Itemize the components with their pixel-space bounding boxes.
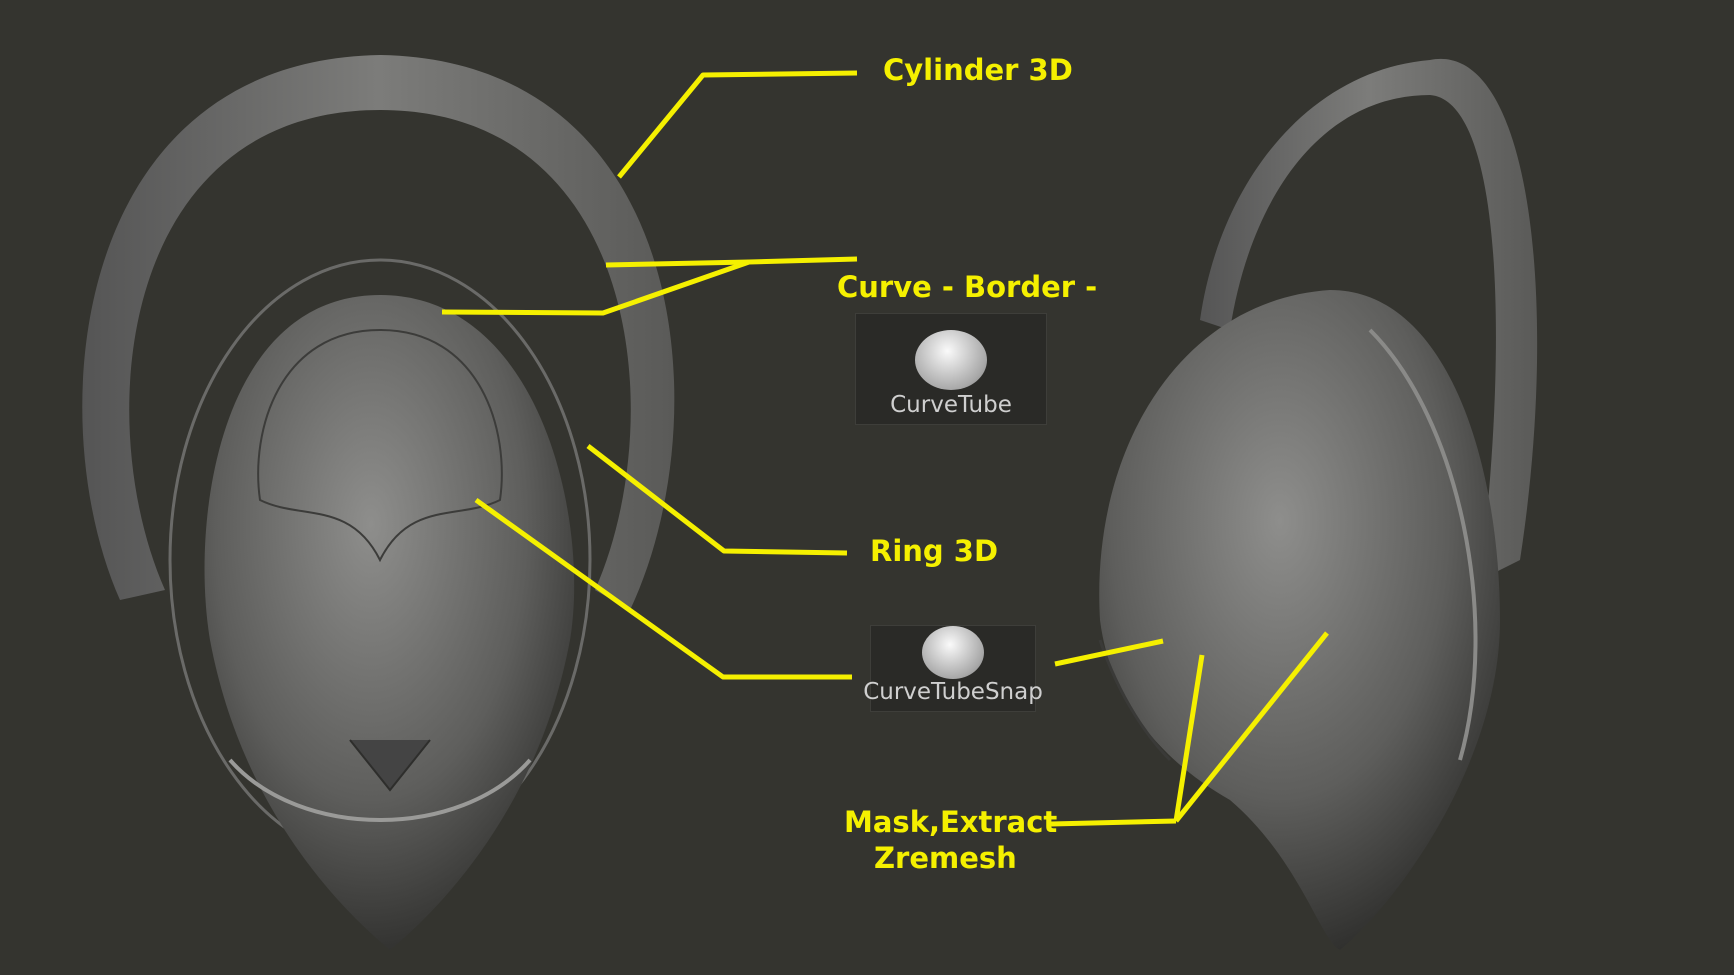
curvetubesnap-brush-tile: CurveTubeSnap [863,625,1043,712]
label-zremesh: Zremesh [874,841,1017,875]
leader-mask-c [1174,631,1329,823]
curvetube-brush-icon [915,330,987,390]
leader-curve-border-b [441,259,750,316]
curvetube-label: CurveTube [890,392,1012,418]
label-ring-3d: Ring 3D [870,534,999,568]
front-helmet [82,55,675,950]
label-mask-extract: Mask,Extract [844,805,1058,839]
curvetubesnap-label: CurveTubeSnap [863,679,1043,705]
annotation-leaders [441,70,1329,827]
leader-mask-b [1173,654,1205,822]
leader-mask [1050,818,1177,827]
leader-curvetubesnap [474,497,852,680]
leader-snap-side [1054,638,1164,667]
leader-cylinder [617,70,858,179]
curvetubesnap-brush-icon [922,626,984,679]
side-helmet [1098,58,1538,950]
label-cylinder-3d: Cylinder 3D [883,53,1073,87]
curvetube-brush-tile: CurveTube [855,313,1047,425]
leader-ring [586,444,848,556]
label-curve-border: Curve - Border - [837,270,1098,304]
